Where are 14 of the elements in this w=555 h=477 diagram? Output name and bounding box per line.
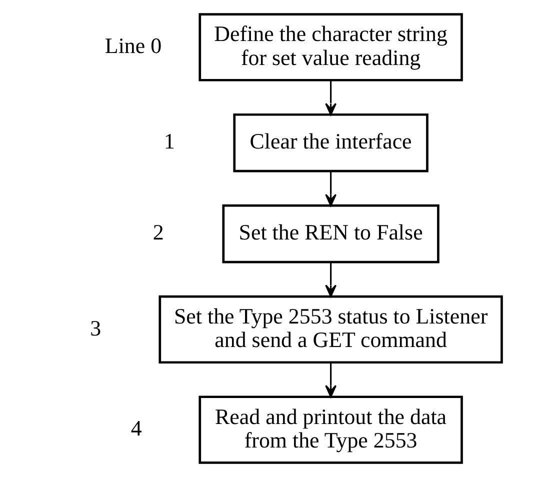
node-box: Define the character string for set value reading xyxy=(198,13,463,82)
node-label: 3 xyxy=(90,315,102,340)
arrow xyxy=(325,171,337,206)
arrow xyxy=(325,262,337,298)
node-label: 4 xyxy=(130,416,142,441)
node-label: Line 0 xyxy=(104,33,162,58)
node-label: 1 xyxy=(164,128,175,154)
node-box: Set the REN to False xyxy=(222,204,440,264)
arrow xyxy=(325,362,337,398)
node-box: Set the Type 2553 status to Listener and send a GET command xyxy=(158,295,503,364)
arrow xyxy=(325,80,337,116)
node-label: 2 xyxy=(152,220,164,245)
node-box: Clear the interface xyxy=(233,113,428,172)
node-box: Read and printout the data from the Type 2553 xyxy=(198,396,463,464)
